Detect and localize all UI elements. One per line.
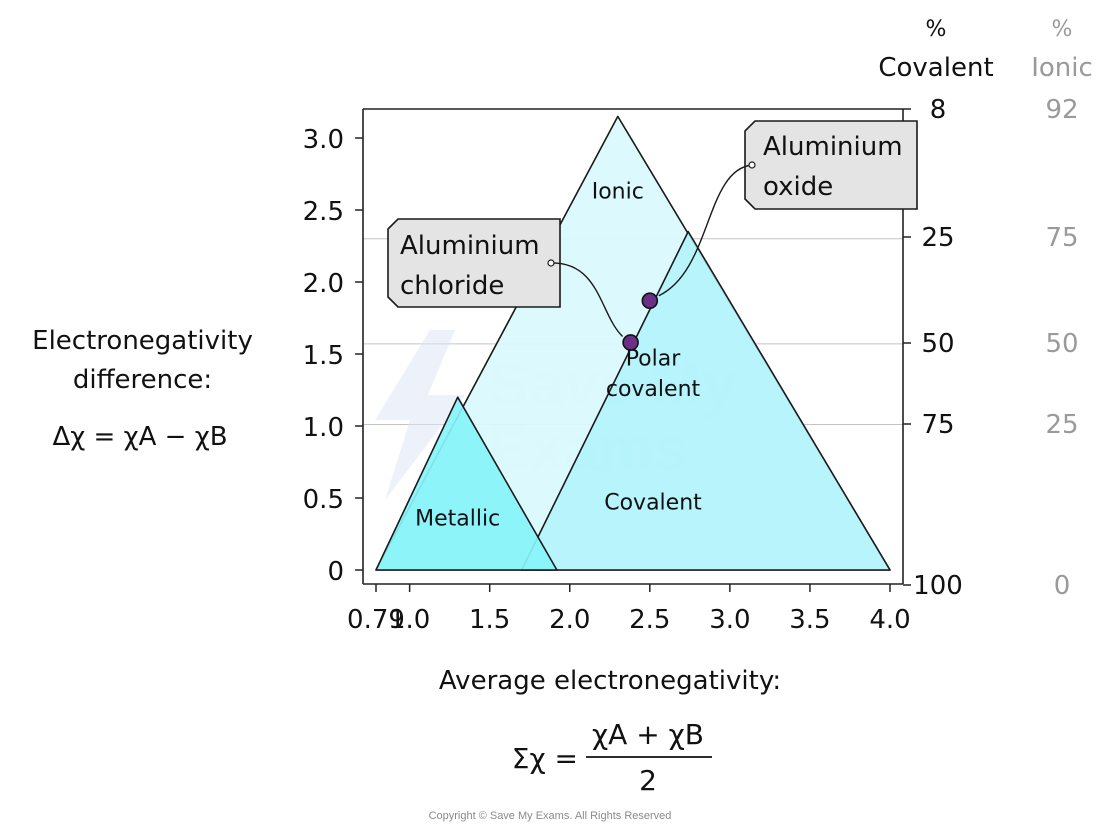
x-tick-label: 1.5 [469, 605, 510, 635]
y-axis-title-line-1: Electronegativity [32, 326, 253, 356]
y-tick-label: 0.5 [303, 485, 344, 515]
y-tick-label: 2.0 [303, 269, 344, 299]
ionic-percent-symbol: % [1052, 17, 1073, 42]
x-formula-denominator: 2 [639, 764, 657, 797]
x-formula: Σχ = χA + χB 2 [512, 718, 712, 797]
point-aluminium-chloride [622, 334, 639, 351]
x-tick-label: 2.5 [629, 605, 670, 635]
covalent-percent-value: 75 [921, 410, 954, 440]
ionic-percent-value: 75 [1045, 223, 1078, 253]
region-metallic [375, 396, 558, 571]
point-aluminium-oxide [641, 292, 659, 310]
x-tick-label: 1.0 [389, 605, 430, 635]
region-label-metallic: Metallic [415, 506, 500, 531]
covalent-percent-symbol: % [926, 17, 947, 42]
callout-label-aluminium-oxide-line-2: oxide [763, 172, 833, 202]
callout-label-aluminium-oxide-line-1: Aluminium [763, 132, 903, 162]
y-tick-label: 3.0 [303, 125, 344, 155]
y-axis-title: Electronegativity difference: [0, 322, 285, 400]
region-label-polar: Polar [626, 347, 682, 372]
x-tick-label: 3.0 [709, 605, 750, 635]
covalent-percent-value: 100 [913, 571, 963, 601]
callout-box-aluminium-oxide [744, 120, 918, 210]
callout-label-aluminium-chloride-line-1: Aluminium [400, 231, 540, 261]
ionic-percent-value: 92 [1045, 95, 1078, 125]
copyright-text: Copyright © Save My Exams. All Rights Re… [428, 810, 672, 822]
region-label-covalent: covalent [606, 377, 701, 402]
ionic-header: Ionic [1031, 53, 1093, 83]
leader-line-aluminium-chloride [550, 262, 624, 337]
x-axis-title: Average electronegativity: [438, 666, 782, 696]
region-label-ionic: Ionic [592, 179, 644, 204]
region-label-covalent: Covalent [604, 491, 702, 516]
x-tick-label: 4.0 [869, 605, 910, 635]
x-formula-numerator: χA + χB [592, 718, 704, 751]
covalent-percent-value: 25 [921, 223, 954, 253]
data-points [622, 292, 659, 351]
ionic-percent-value: 0 [1054, 571, 1071, 601]
leader-anchor-aluminium-chloride [547, 259, 555, 267]
region-covalent [520, 230, 891, 571]
x-tick-label: 2.0 [549, 605, 590, 635]
plot-frame [362, 108, 904, 585]
covalent-percent-value: 8 [930, 95, 947, 125]
y-tick-label: 1.0 [303, 413, 344, 443]
leader-anchor-aluminium-oxide [748, 161, 756, 169]
y-axis-formula: Δχ = χA − χB [52, 422, 228, 452]
y-tick-label: 2.5 [303, 197, 344, 227]
ionic-percent-value: 50 [1045, 329, 1078, 359]
x-formula-lhs: Σχ = [512, 742, 578, 775]
callout-box-aluminium-chloride [387, 218, 561, 308]
callouts: Aluminium chloride Aluminium oxide [387, 120, 918, 337]
covalent-header: Covalent [878, 53, 993, 83]
y-tick-label: 0 [327, 557, 344, 587]
y-tick-label: 1.5 [303, 341, 344, 371]
right-axis: % Covalent% Ionic 8 92 25 75 50 50 75 25 100 0 [878, 17, 1092, 601]
leader-line-aluminium-oxide [658, 164, 753, 297]
covalent-percent-value: 50 [921, 329, 954, 359]
y-axis-title-line-2: difference: [72, 365, 213, 395]
x-tick-label: 0.79 [347, 605, 405, 635]
watermark-logo-icon [375, 330, 465, 500]
x-tick-label: 3.5 [789, 605, 830, 635]
ionic-percent-value: 25 [1045, 410, 1078, 440]
callout-label-aluminium-chloride-line-2: chloride [400, 271, 504, 301]
